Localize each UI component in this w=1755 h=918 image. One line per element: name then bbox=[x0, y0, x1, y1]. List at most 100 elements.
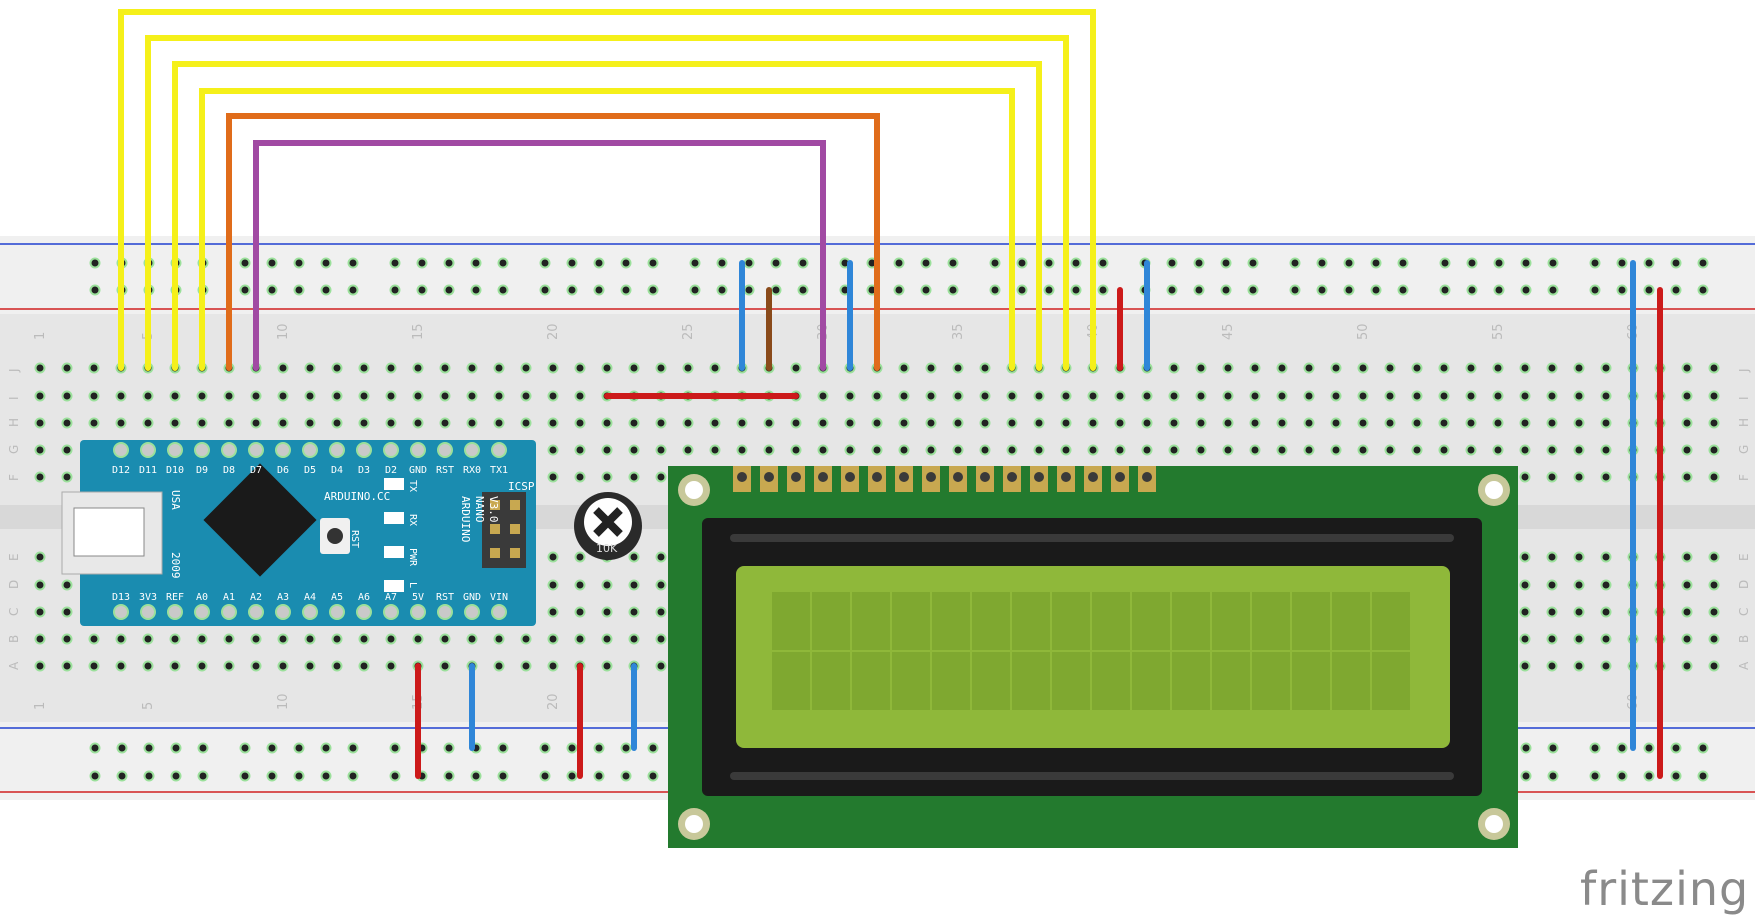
nano-bottom-pin bbox=[194, 604, 210, 620]
lcd-pin-hole bbox=[926, 472, 936, 482]
breadboard-hole bbox=[520, 417, 532, 429]
rail-hole bbox=[416, 284, 428, 296]
breadboard-hole bbox=[1438, 390, 1450, 402]
breadboard-hole bbox=[34, 551, 46, 563]
rail-hole bbox=[743, 284, 755, 296]
breadboard-hole bbox=[655, 660, 667, 672]
breadboard-hole bbox=[115, 390, 127, 402]
rail-hole bbox=[716, 257, 728, 269]
lcd-pin-hole bbox=[899, 472, 909, 482]
icsp-pin bbox=[490, 524, 500, 534]
row-label: G bbox=[7, 445, 21, 454]
breadboard-hole bbox=[1438, 444, 1450, 456]
nano-bottom-pin bbox=[248, 604, 264, 620]
rail-hole bbox=[1466, 257, 1478, 269]
breadboard-hole bbox=[871, 444, 883, 456]
rail-hole bbox=[593, 257, 605, 269]
breadboard-hole bbox=[1546, 633, 1558, 645]
breadboard-hole bbox=[466, 362, 478, 374]
rail-hole bbox=[497, 257, 509, 269]
breadboard-hole bbox=[493, 660, 505, 672]
rail-hole bbox=[920, 284, 932, 296]
status-led bbox=[384, 546, 404, 558]
breadboard-hole bbox=[1222, 444, 1234, 456]
breadboard-hole bbox=[358, 417, 370, 429]
breadboard-hole bbox=[1573, 606, 1585, 618]
rail-hole bbox=[1643, 770, 1655, 782]
rail-hole bbox=[1466, 284, 1478, 296]
rail-hole bbox=[593, 284, 605, 296]
rail-hole bbox=[497, 284, 509, 296]
rail-hole bbox=[1589, 742, 1601, 754]
breadboard-hole bbox=[169, 660, 181, 672]
nano-top-pin-label: D3 bbox=[358, 465, 370, 476]
breadboard-hole bbox=[952, 444, 964, 456]
breadboard-hole bbox=[547, 660, 559, 672]
rail-hole bbox=[116, 742, 128, 754]
rail-hole bbox=[1097, 257, 1109, 269]
breadboard-hole bbox=[952, 362, 964, 374]
rail-hole bbox=[320, 257, 332, 269]
nano-bottom-pin bbox=[329, 604, 345, 620]
orange-wire bbox=[226, 113, 880, 371]
breadboard-hole bbox=[1600, 551, 1612, 563]
rail-hole bbox=[1589, 257, 1601, 269]
row-label: E bbox=[7, 553, 21, 561]
lcd-cell bbox=[972, 592, 1010, 650]
breadboard-hole bbox=[898, 417, 910, 429]
breadboard-hole bbox=[979, 444, 991, 456]
breadboard-hole bbox=[574, 362, 586, 374]
rail-hole bbox=[266, 257, 278, 269]
rail-hole bbox=[689, 284, 701, 296]
breadboard-hole bbox=[1195, 417, 1207, 429]
breadboard-hole bbox=[925, 444, 937, 456]
rail-hole bbox=[1616, 742, 1628, 754]
row-label: C bbox=[1737, 608, 1751, 616]
breadboard-hole bbox=[655, 444, 667, 456]
nano-bottom-pin-label: RST bbox=[436, 592, 454, 603]
breadboard-hole bbox=[817, 390, 829, 402]
breadboard-hole bbox=[628, 633, 640, 645]
rail-hole bbox=[143, 770, 155, 782]
rail-hole bbox=[1697, 257, 1709, 269]
rail-hole bbox=[620, 257, 632, 269]
breadboard-hole bbox=[412, 390, 424, 402]
rail-hole bbox=[1670, 742, 1682, 754]
rail-hole bbox=[1316, 257, 1328, 269]
rail-hole bbox=[197, 770, 209, 782]
model-label: ARDUINO bbox=[459, 496, 472, 542]
breadboard-hole bbox=[601, 633, 613, 645]
rail-hole bbox=[1343, 284, 1355, 296]
breadboard-hole bbox=[1708, 417, 1720, 429]
breadboard-hole bbox=[898, 362, 910, 374]
lcd-cell bbox=[1252, 652, 1290, 710]
nano-top-pin bbox=[194, 442, 210, 458]
nano-bottom-pin-label: REF bbox=[166, 592, 184, 603]
lcd-pin-hole bbox=[1061, 472, 1071, 482]
column-marker-top: 50 bbox=[1356, 323, 1371, 340]
reset-label: RST bbox=[349, 530, 360, 548]
rail-hole bbox=[170, 770, 182, 782]
lcd-pin-hole bbox=[1142, 472, 1152, 482]
lcd-pin-hole bbox=[953, 472, 963, 482]
breadboard-hole bbox=[34, 362, 46, 374]
breadboard-hole bbox=[898, 444, 910, 456]
yellow-wire-2 bbox=[145, 35, 1069, 371]
breadboard-hole bbox=[1276, 444, 1288, 456]
breadboard-hole bbox=[1411, 417, 1423, 429]
breadboard-hole bbox=[1384, 390, 1396, 402]
nano-top-pin bbox=[383, 442, 399, 458]
nano-bottom-pin-label: 3V3 bbox=[139, 592, 157, 603]
icsp-pin bbox=[490, 500, 500, 510]
breadboard-hole bbox=[1060, 444, 1072, 456]
rail-hole bbox=[443, 742, 455, 754]
breadboard-hole bbox=[952, 390, 964, 402]
rail-hole bbox=[1493, 284, 1505, 296]
lcd-cell bbox=[1012, 652, 1050, 710]
lcd-cell bbox=[1212, 592, 1250, 650]
breadboard-hole bbox=[925, 417, 937, 429]
rail-hole bbox=[1043, 257, 1055, 269]
row-label: B bbox=[1737, 635, 1751, 643]
breadboard-hole bbox=[1114, 417, 1126, 429]
nano-bottom-pin-label: A3 bbox=[277, 592, 289, 603]
